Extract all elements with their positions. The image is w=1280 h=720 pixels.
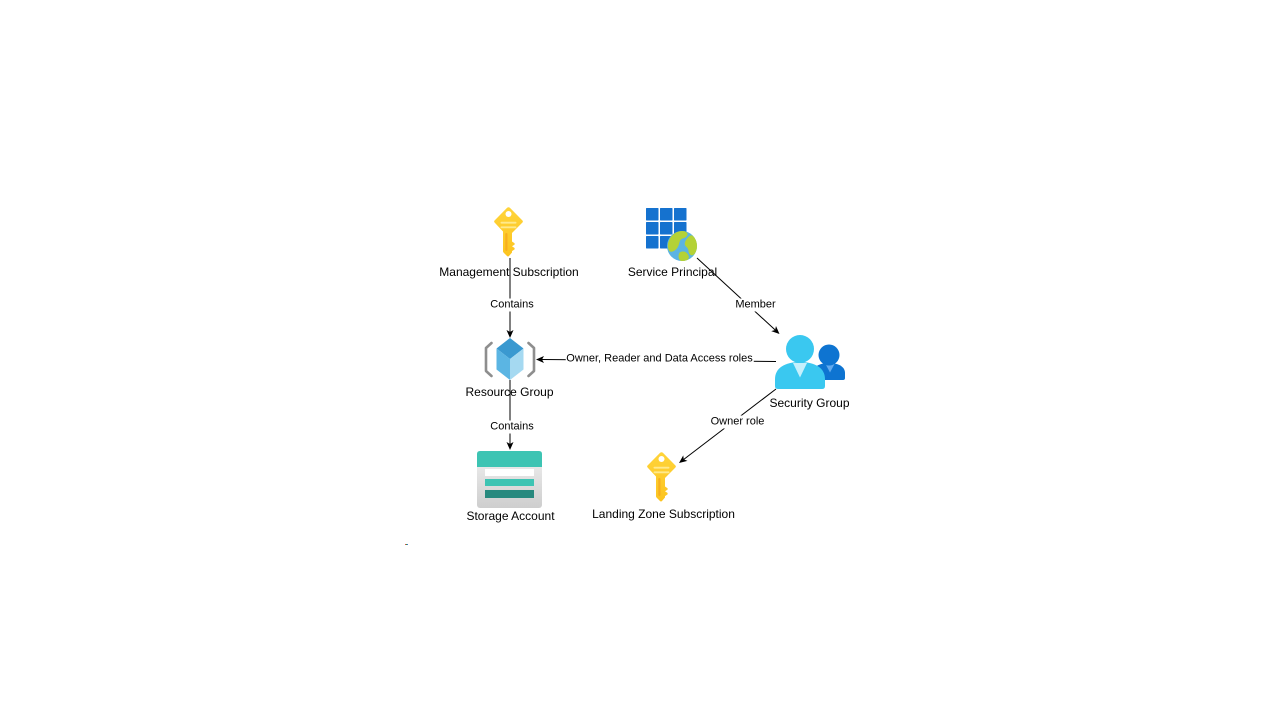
user-front-collar <box>793 363 807 378</box>
stray-mark <box>405 544 408 545</box>
storage-bar <box>485 469 534 476</box>
node-label: Storage Account <box>466 509 555 523</box>
user-front-icon <box>775 335 825 389</box>
cube-right-face <box>510 348 524 380</box>
node-resource-group: Resource Group <box>465 337 554 399</box>
edge-label-owner-role: Owner role <box>709 415 766 428</box>
grid-square <box>660 222 673 235</box>
node-label: Security Group <box>769 396 850 410</box>
node-landing-zone-subscription: Landing Zone Subscription <box>592 451 735 521</box>
node-label: Service Principal <box>627 265 718 279</box>
node-label: Resource Group <box>465 385 554 399</box>
node-management-subscription: Management Subscription <box>439 206 579 279</box>
security-group-icon <box>775 335 845 389</box>
node-security-group: Security Group <box>769 334 850 410</box>
edge-label-contains-storage-account: Contains <box>489 420 535 434</box>
edge-label-member: Member <box>734 298 777 312</box>
node-storage-account: Storage Account <box>466 451 555 523</box>
storage-header-band <box>477 451 542 467</box>
edge-line <box>696 257 776 331</box>
edge-label-owner-reader-data-access-roles: Owner, Reader and Data Access roles <box>565 352 754 366</box>
key-shape <box>647 452 676 502</box>
arrowhead <box>506 442 514 450</box>
grid-square <box>646 222 659 235</box>
grid-square <box>674 208 687 221</box>
storage-bar <box>485 490 534 498</box>
arrowhead <box>679 455 688 463</box>
user-back-collar <box>825 364 835 373</box>
resource-group-icon <box>484 338 536 380</box>
key-icon <box>647 452 676 502</box>
globe-icon <box>667 231 697 261</box>
arrowhead <box>506 330 514 338</box>
grid-square <box>646 208 659 221</box>
node-service-principal: Service Principal <box>628 208 717 279</box>
arrowhead <box>536 356 544 363</box>
key-groove <box>658 478 661 496</box>
cube-icon <box>496 338 524 380</box>
key-hole <box>658 456 665 462</box>
node-label: Landing Zone Subscription <box>592 507 735 521</box>
node-label: Management Subscription <box>439 265 579 279</box>
key-stripe <box>653 471 670 474</box>
grid-square <box>646 236 659 249</box>
key-icon <box>494 207 523 257</box>
app-registration-icon <box>646 208 697 261</box>
storage-account-icon <box>477 451 542 508</box>
user-front-head <box>786 335 814 363</box>
globe-continents <box>667 231 697 261</box>
globe-land <box>667 231 688 252</box>
edge-management-subscription-to-resource-group <box>506 258 514 338</box>
key-stripe <box>500 221 517 224</box>
user-back-head <box>818 344 840 366</box>
globe-land <box>684 235 697 256</box>
key-shape <box>494 207 523 257</box>
key-stripe <box>653 466 670 469</box>
key-stripe <box>500 226 517 229</box>
grid-square <box>660 208 673 221</box>
key-hole <box>505 211 512 217</box>
cube-left-face <box>496 348 510 380</box>
key-groove <box>505 233 508 251</box>
bracket-right <box>527 341 536 378</box>
bracket-left <box>484 341 493 378</box>
edge-service-principal-to-security-group <box>696 257 780 334</box>
arrowhead <box>771 326 780 334</box>
globe-land <box>678 251 689 261</box>
edge-label-contains-resource-group: Contains <box>489 298 535 312</box>
storage-bar <box>485 479 534 486</box>
